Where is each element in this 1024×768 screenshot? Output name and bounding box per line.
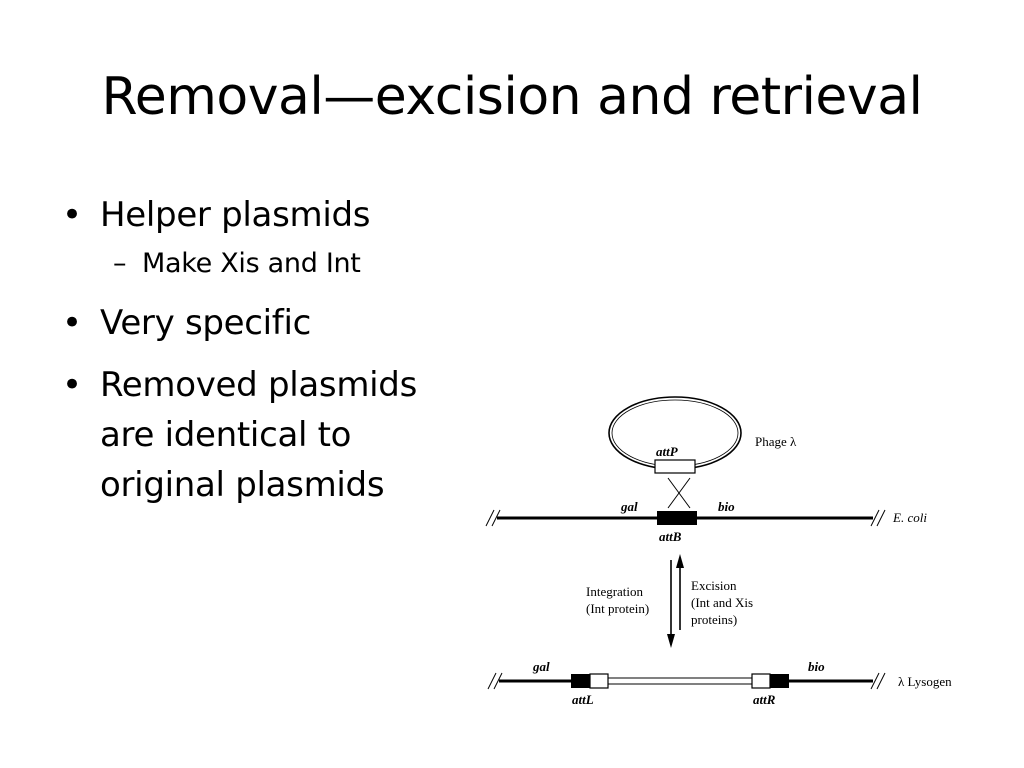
- phage-label: Phage λ: [755, 434, 797, 449]
- crossover-line-b: [667, 477, 691, 509]
- integration-protein-label: (Int protein): [586, 601, 649, 616]
- integration-label: Integration: [586, 584, 644, 599]
- attp-label: attP: [656, 444, 679, 459]
- ecoli-label: E. coli: [892, 510, 927, 525]
- break-mark: [876, 509, 886, 527]
- excision-proteins-label-1: (Int and Xis: [691, 595, 753, 610]
- attp-box: [654, 459, 696, 474]
- attb-box: [657, 511, 697, 525]
- attl-label: attL: [572, 692, 594, 707]
- attr-black-segment: [770, 674, 789, 688]
- bullet-text: Helper plasmids: [100, 195, 371, 235]
- bullet-text-line-1: Removed plasmids: [100, 365, 418, 405]
- sub-bullet-text: Make Xis and Int: [142, 248, 361, 279]
- gal-label-top: gal: [620, 499, 638, 514]
- bullet-marker: •: [62, 303, 82, 343]
- bullet-marker: •: [62, 195, 82, 235]
- bullet-text-line-2: are identical to: [100, 415, 352, 455]
- break-mark: [876, 672, 886, 690]
- attl-white-segment: [589, 673, 609, 689]
- attb-label: attB: [659, 529, 682, 544]
- bio-label-bottom: bio: [808, 659, 825, 674]
- break-mark: [491, 509, 501, 527]
- excision-label: Excision: [691, 578, 737, 593]
- break-mark: [870, 672, 880, 690]
- slide-title: Removal—excision and retrieval: [101, 67, 923, 127]
- break-mark: [870, 509, 880, 527]
- integration-arrowhead: [667, 634, 675, 648]
- break-mark: [485, 509, 495, 527]
- sub-bullet-marker: –: [113, 248, 127, 279]
- break-mark: [487, 672, 497, 690]
- bullet-list: • Helper plasmids – Make Xis and Int • V…: [60, 190, 480, 522]
- attr-label: attR: [753, 692, 776, 707]
- attr-white-segment: [751, 673, 771, 689]
- bullet-marker: •: [62, 365, 82, 405]
- bullet-text-line-3: original plasmids: [100, 465, 385, 505]
- bullet-item: • Very specific: [60, 298, 480, 348]
- bio-label-top: bio: [718, 499, 735, 514]
- bullet-text: Very specific: [100, 303, 312, 343]
- attl-black-segment: [571, 674, 590, 688]
- bullet-item: • Helper plasmids – Make Xis and Int: [60, 190, 480, 286]
- lysogen-label: λ Lysogen: [898, 674, 952, 689]
- excision-proteins-label-2: proteins): [691, 612, 737, 627]
- bullet-item: • Removed plasmids are identical to orig…: [60, 360, 480, 510]
- gal-label-bottom: gal: [532, 659, 550, 674]
- excision-arrowhead: [676, 554, 684, 568]
- break-mark: [493, 672, 503, 690]
